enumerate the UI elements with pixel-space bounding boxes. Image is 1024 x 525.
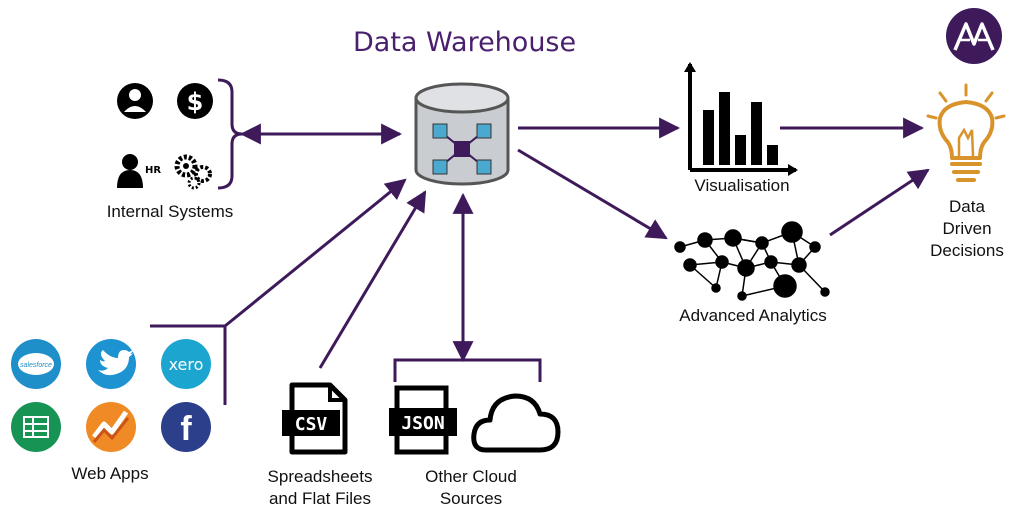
salesforce-label: salesforce xyxy=(20,362,52,369)
csv-label: CSV xyxy=(295,414,328,435)
cloud-bracket xyxy=(393,358,542,382)
hr-label: HR xyxy=(145,165,161,176)
lightbulb-icon xyxy=(926,83,1006,182)
network-graph-icon xyxy=(674,221,830,301)
svg-text:$: $ xyxy=(187,88,204,116)
dollar-icon: $ xyxy=(177,83,213,119)
csv-file-icon: CSV xyxy=(282,382,348,455)
brand-logo xyxy=(946,8,1002,64)
salesforce-icon: salesforce xyxy=(11,339,61,389)
internal-bracket xyxy=(217,78,243,190)
internal-systems-label: Internal Systems xyxy=(106,202,234,221)
xero-label: xero xyxy=(169,355,204,374)
bar-chart-icon xyxy=(684,62,798,176)
json-file-icon: JSON xyxy=(389,385,457,455)
decisions-label: Data Driven Decisions xyxy=(930,197,1004,260)
hr-person-icon: HR xyxy=(117,154,161,188)
xero-icon: xero xyxy=(161,339,211,389)
other-cloud-label: Other Cloud Sources xyxy=(425,467,517,508)
orange-app-icon xyxy=(86,402,136,452)
user-icon xyxy=(117,83,153,119)
web-apps-label: Web Apps xyxy=(71,464,149,483)
spreadsheets-label: Spreadsheets and Flat Files xyxy=(267,467,373,508)
gears-icon xyxy=(174,154,212,190)
arrow-spreadsheets-to-warehouse xyxy=(318,190,427,369)
database-icon xyxy=(414,82,510,186)
json-label: JSON xyxy=(401,413,444,434)
arrow-webapps-to-warehouse xyxy=(224,178,407,328)
twitter-icon xyxy=(86,339,136,389)
diagram-title: Data Warehouse xyxy=(353,27,577,58)
advanced-analytics-label: Advanced Analytics xyxy=(679,306,827,325)
facebook-icon: f xyxy=(161,402,211,452)
visualisation-label: Visualisation xyxy=(694,176,790,195)
arrow-analytics-to-decisions xyxy=(829,168,930,237)
arrow-warehouse-to-analytics xyxy=(517,148,668,240)
svg-text:f: f xyxy=(180,410,192,448)
sheets-icon xyxy=(11,402,61,452)
cloud-icon xyxy=(471,393,561,453)
connectors xyxy=(150,78,930,405)
